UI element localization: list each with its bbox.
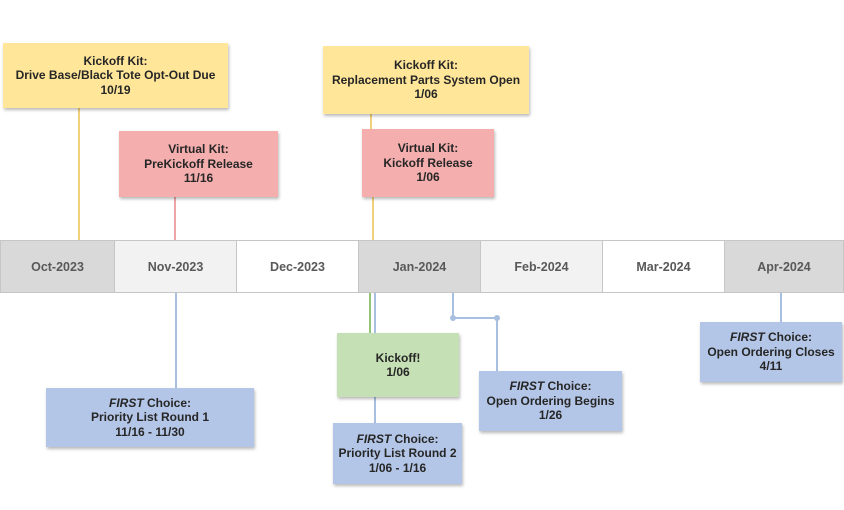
month-label-mar-2024: Mar-2024 bbox=[603, 240, 725, 293]
event-first-choice-round2: FIRST Choice: Priority List Round 2 1/06… bbox=[333, 423, 462, 484]
marker-open-ordering-elbow-left bbox=[450, 315, 456, 321]
month-label-dec-2023: Dec-2023 bbox=[237, 240, 359, 293]
event-date: 1/06 bbox=[386, 365, 410, 379]
event-category: Kickoff Kit: bbox=[394, 58, 458, 73]
event-kickoff: Kickoff! 1/06 bbox=[337, 333, 459, 397]
event-title: Kickoff! bbox=[375, 350, 421, 365]
event-title: PreKickoff Release bbox=[144, 156, 253, 171]
event-first-choice-round1: FIRST Choice: Priority List Round 1 11/1… bbox=[46, 388, 254, 447]
event-virtual-kit-prekickoff: Virtual Kit: PreKickoff Release 11/16 bbox=[119, 131, 278, 197]
event-kickoff-kit-optout: Kickoff Kit: Drive Base/Black Tote Opt-O… bbox=[3, 43, 228, 108]
event-first-choice-closes: FIRST Choice: Open Ordering Closes 4/11 bbox=[700, 322, 842, 382]
event-title: Priority List Round 2 bbox=[338, 446, 457, 461]
event-category: Kickoff Kit: bbox=[83, 53, 148, 68]
event-date: 11/16 - 11/30 bbox=[115, 424, 185, 439]
event-date: 1/06 bbox=[416, 170, 440, 185]
event-category-suffix: Choice: bbox=[391, 431, 439, 446]
event-date: 1/26 bbox=[538, 408, 563, 423]
connector-first-choice-open-ordering bbox=[452, 286, 498, 371]
event-category-suffix: Choice: bbox=[544, 379, 592, 394]
first-brand: FIRST bbox=[509, 379, 545, 394]
event-category: Virtual Kit: bbox=[397, 141, 459, 156]
event-title: Open Ordering Begins bbox=[486, 393, 615, 408]
event-category-suffix: Choice: bbox=[764, 330, 812, 345]
month-axis: Oct-2023 Nov-2023 Dec-2023 Jan-2024 Feb-… bbox=[0, 240, 844, 293]
event-title: Kickoff Release bbox=[383, 155, 473, 170]
event-category-suffix: Choice: bbox=[143, 395, 191, 410]
event-date: 4/11 bbox=[759, 359, 783, 374]
event-date: 1/06 - 1/16 bbox=[368, 460, 427, 475]
event-category: FIRST Choice: bbox=[509, 379, 591, 394]
event-title: Replacement Parts System Open bbox=[331, 72, 521, 87]
first-brand: FIRST bbox=[729, 330, 765, 345]
event-category: FIRST Choice: bbox=[356, 432, 438, 447]
event-title: Drive Base/Black Tote Opt-Out Due bbox=[15, 68, 216, 83]
month-label-feb-2024: Feb-2024 bbox=[481, 240, 603, 293]
marker-open-ordering-elbow-right bbox=[494, 315, 500, 321]
first-brand: FIRST bbox=[356, 431, 392, 446]
month-label-oct-2023: Oct-2023 bbox=[0, 240, 115, 293]
month-label-nov-2023: Nov-2023 bbox=[115, 240, 237, 293]
event-category: FIRST Choice: bbox=[109, 396, 191, 411]
event-virtual-kit-kickoff: Virtual Kit: Kickoff Release 1/06 bbox=[362, 129, 494, 197]
event-category: Virtual Kit: bbox=[168, 142, 229, 157]
first-brand: FIRST bbox=[108, 395, 144, 410]
event-first-choice-open-ordering: FIRST Choice: Open Ordering Begins 1/26 bbox=[479, 371, 622, 431]
event-category: FIRST Choice: bbox=[730, 330, 812, 345]
event-date: 11/16 bbox=[183, 171, 214, 186]
event-title: Open Ordering Closes bbox=[707, 344, 835, 359]
event-date: 10/19 bbox=[100, 82, 131, 97]
event-kickoff-kit-replacement: Kickoff Kit: Replacement Parts System Op… bbox=[323, 46, 529, 114]
event-date: 1/06 bbox=[414, 87, 438, 102]
month-label-jan-2024: Jan-2024 bbox=[359, 240, 481, 293]
event-title: Priority List Round 1 bbox=[90, 410, 209, 425]
month-label-apr-2024: Apr-2024 bbox=[725, 240, 844, 293]
